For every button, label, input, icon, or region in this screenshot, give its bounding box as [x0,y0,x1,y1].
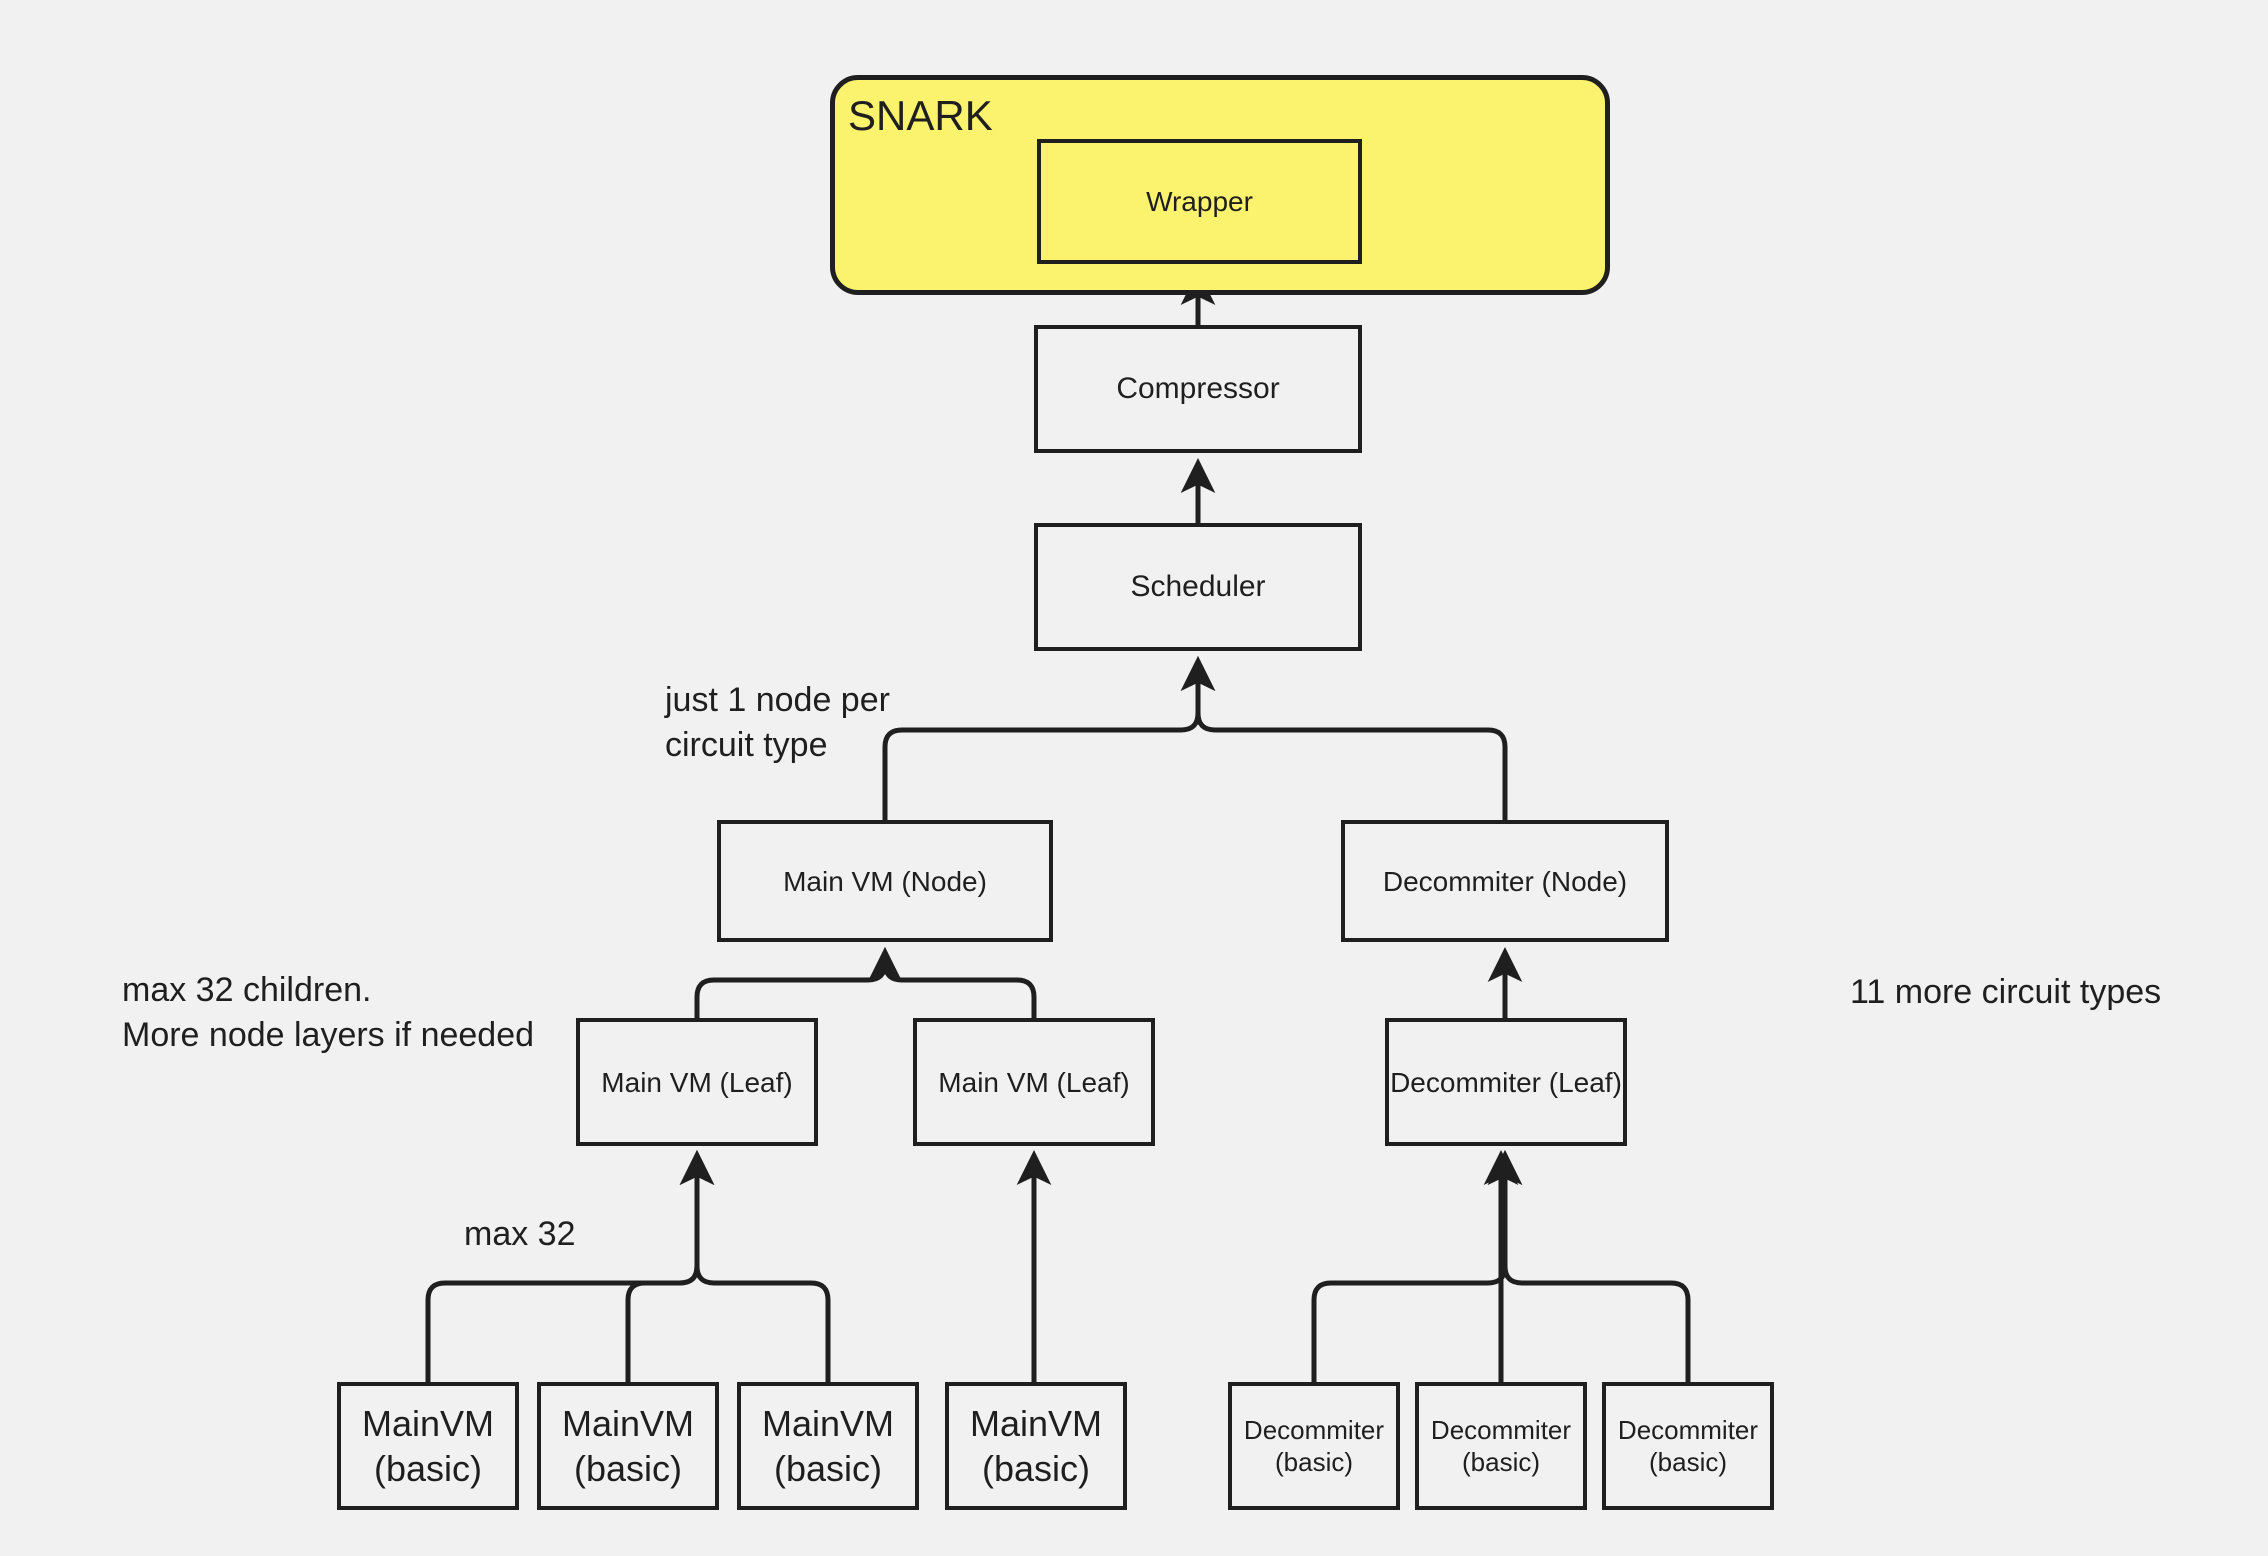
node-mainvm-node[interactable]: Main VM (Node) [717,820,1053,942]
node-decommiter-basic-2[interactable]: Decommiter (basic) [1415,1382,1587,1510]
node-decommiter-basic-1[interactable]: Decommiter (basic) [1228,1382,1400,1510]
node-wrapper[interactable]: Wrapper [1037,139,1362,264]
node-decommiter-basic-3[interactable]: Decommiter (basic) [1602,1382,1774,1510]
node-decommiter-node[interactable]: Decommiter (Node) [1341,820,1669,942]
edge-mainvmnode-to-scheduler [882,656,1216,820]
edge-decomnode-to-scheduler [1180,656,1508,820]
note-more-circuit-types: 11 more circuit types [1850,973,2162,1011]
edge-leaf2-to-mainvmnode [867,947,1037,1018]
node-mainvm-basic-3[interactable]: MainVM (basic) [737,1382,919,1510]
node-mainvm-leaf-1[interactable]: Main VM (Leaf) [576,1018,818,1146]
node-mainvm-basic-4[interactable]: MainVM (basic) [945,1382,1127,1510]
edge-b1-to-leaf1 [425,1150,715,1382]
edge-b3-to-leaf1 [679,1150,831,1382]
node-mainvm-leaf-2[interactable]: Main VM (Leaf) [913,1018,1155,1146]
node-compressor[interactable]: Compressor [1034,325,1362,453]
snark-group-label: SNARK [848,92,993,139]
edge-db3-to-decomleaf [1487,1150,1691,1382]
node-scheduler[interactable]: Scheduler [1034,523,1362,651]
note-one-node-per-circuit-type: just 1 node per circuit type [665,681,890,764]
edge-db1-to-decomleaf [1311,1150,1523,1382]
node-mainvm-basic-1[interactable]: MainVM (basic) [337,1382,519,1510]
note-max-32-children: max 32 children. More node layers if nee… [122,971,535,1054]
note-max-32: max 32 [464,1215,576,1253]
node-mainvm-basic-2[interactable]: MainVM (basic) [537,1382,719,1510]
edge-leaf1-to-mainvmnode [694,947,903,1018]
edge-b2-to-leaf1 [625,1150,715,1382]
node-decommiter-leaf-1[interactable]: Decommiter (Leaf) [1385,1018,1627,1146]
